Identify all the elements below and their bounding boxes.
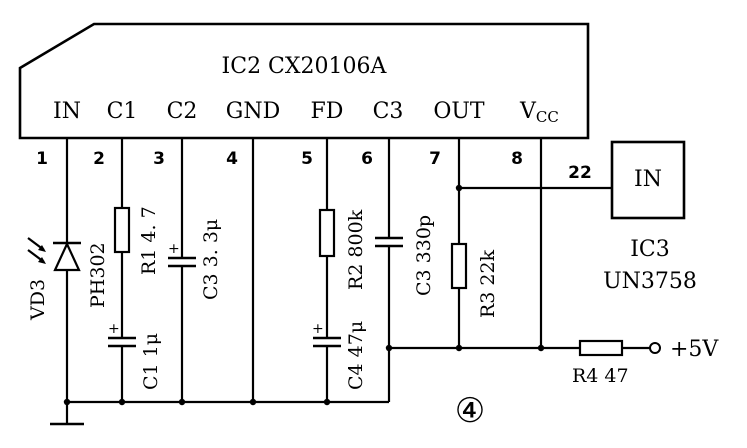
c3-330p-label: C3 330p	[413, 215, 435, 296]
r4-label: R4 47	[572, 365, 629, 387]
ic3-name: IC3	[630, 237, 670, 262]
pin-number-1: 1	[36, 149, 48, 169]
r2-resistor	[318, 208, 336, 258]
c4-label: C4 47μ	[345, 321, 367, 390]
ic2-pin-numbers: 1 2 3 4 5 6 7 8	[36, 149, 523, 169]
r2-c4-branch: + R2 800k C4 47μ	[312, 138, 367, 402]
c1-label: C1 1μ	[140, 333, 162, 390]
r1-resistor	[113, 206, 131, 254]
ground-bus	[50, 398, 389, 426]
ic2-package: IC2 CX20106A	[18, 22, 590, 140]
pin-number-7: 7	[429, 149, 441, 169]
pin-name-c1: C1	[107, 99, 138, 124]
pin-number-5: 5	[301, 149, 313, 169]
vd3-part-label: PH302	[87, 242, 109, 308]
pin-number-3: 3	[153, 149, 165, 169]
supply-terminal	[649, 342, 661, 354]
r3-label: R3 22k	[477, 249, 499, 318]
c3-3u3-label: C3 3. 3μ	[200, 219, 222, 300]
svg-text:+: +	[312, 321, 324, 337]
pin-number-6: 6	[361, 149, 373, 169]
c3-330p-branch: C3 330p	[375, 138, 435, 402]
pin-name-c3: C3	[373, 99, 404, 124]
pin-name-in: IN	[53, 99, 81, 124]
pin-number-2: 2	[93, 149, 105, 169]
ic3-part: UN3758	[603, 269, 697, 294]
pin-name-out: OUT	[433, 99, 485, 124]
pin-number-8: 8	[511, 149, 523, 169]
vd3-photodiode: VD3 PH302	[27, 138, 109, 402]
ic2-pin-names: IN C1 C2 GND FD C3 OUT VCC	[53, 99, 559, 126]
r1-label: R1 4. 7	[138, 206, 160, 275]
supply-label: +5V	[670, 337, 719, 362]
ic3-pin-label: IN	[634, 167, 662, 192]
supply-bus: +5V R4 47	[385, 337, 719, 387]
ic2-title: IC2 CX20106A	[222, 54, 388, 79]
pin-name-fd: FD	[311, 99, 344, 124]
svg-text:+: +	[108, 321, 120, 337]
ic3-package: IN 22 IC3 UN3758	[568, 140, 697, 294]
figure-number: ④	[455, 391, 485, 431]
r1-c1-branch: + R1 4. 7 C1 1μ	[108, 138, 162, 402]
ic3-pin-number: 22	[568, 163, 592, 183]
c3-3u3-branch: + C3 3. 3μ	[168, 138, 222, 402]
r3-resistor	[450, 242, 468, 290]
pin-name-vcc: VCC	[519, 99, 559, 126]
r2-label: R2 800k	[345, 209, 367, 290]
pin-name-c2: C2	[167, 99, 198, 124]
pin-name-gnd: GND	[226, 99, 280, 124]
vd3-label: VD3	[27, 279, 49, 321]
pin-number-4: 4	[226, 149, 238, 169]
r4-resistor	[578, 339, 624, 357]
out-r3-branch: R3 22k	[450, 138, 612, 348]
svg-text:+: +	[168, 241, 180, 257]
